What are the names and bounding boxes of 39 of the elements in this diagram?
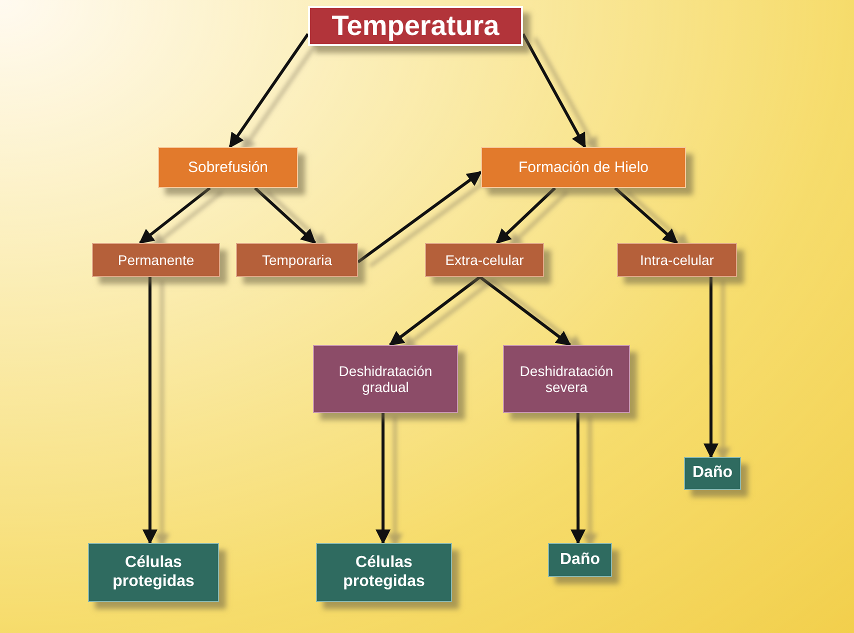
arrow	[388, 276, 481, 346]
process-box	[503, 345, 630, 413]
arrow	[376, 413, 391, 544]
process-box	[88, 543, 219, 602]
node-label: Temporaria	[262, 252, 332, 268]
node-label: Daño	[560, 550, 600, 570]
title-box	[308, 6, 523, 46]
process-box	[313, 345, 458, 413]
arrow	[704, 277, 719, 458]
node-label: Extra-celular	[445, 252, 524, 268]
process-box	[316, 543, 452, 602]
arrow	[522, 33, 586, 148]
node-label: Intra-celular	[640, 252, 714, 268]
process-box	[548, 543, 612, 577]
process-box	[236, 243, 358, 277]
process-box	[425, 243, 544, 277]
node-label: Deshidratación severa	[518, 362, 614, 396]
process-box	[481, 147, 686, 188]
node-label: Permanente	[118, 252, 194, 268]
node-label: Daño	[692, 464, 732, 483]
arrow	[614, 186, 678, 244]
arrow	[138, 186, 211, 244]
arrow	[479, 276, 572, 346]
arrow	[570, 413, 586, 544]
arrow	[228, 33, 310, 148]
process-box	[158, 147, 298, 188]
node-label: Deshidratación gradual	[338, 362, 434, 396]
process-box	[617, 243, 737, 277]
process-box	[684, 457, 741, 490]
arrow	[357, 170, 482, 264]
process-box	[92, 243, 220, 277]
arrow	[254, 186, 316, 244]
arrow	[496, 186, 556, 244]
node-label: Células protegidas	[112, 554, 196, 591]
node-label: Temperatura	[332, 10, 500, 42]
node-label: Formación de Hielo	[518, 158, 649, 176]
arrow	[142, 277, 158, 544]
node-label: Sobrefusión	[188, 158, 268, 176]
node-label: Células protegidas	[342, 554, 426, 591]
